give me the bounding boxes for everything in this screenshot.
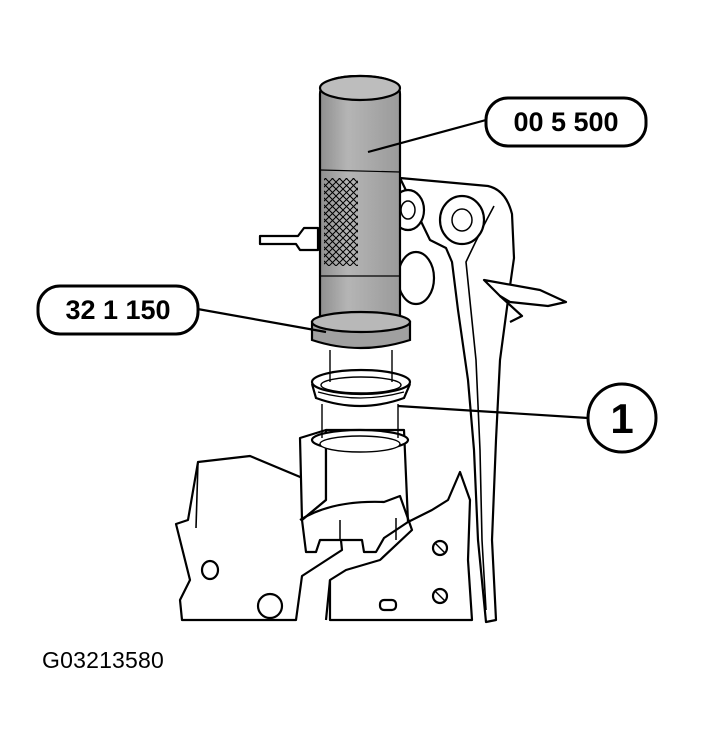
installer-tool	[310, 74, 412, 350]
callout-tool-sleeve: 00 5 500	[484, 96, 648, 148]
leader-lines	[191, 118, 589, 420]
leader-tool-sleeve	[367, 118, 487, 154]
housing-bore	[310, 428, 410, 453]
alignment-lines	[321, 350, 399, 438]
callout-tool-driver-label: 32 1 150	[65, 295, 170, 325]
lower-housing	[174, 428, 474, 622]
leader-tool-driver	[191, 306, 327, 334]
callout-seal-label: 1	[610, 395, 633, 442]
callout-tool-sleeve-label: 00 5 500	[513, 107, 618, 137]
figure-id: G03213580	[42, 647, 165, 673]
housing-bracket	[258, 176, 568, 624]
callout-seal: 1	[586, 382, 658, 454]
callout-tool-driver: 32 1 150	[36, 284, 200, 336]
seal-ring	[310, 368, 412, 408]
leader-seal	[397, 404, 589, 420]
